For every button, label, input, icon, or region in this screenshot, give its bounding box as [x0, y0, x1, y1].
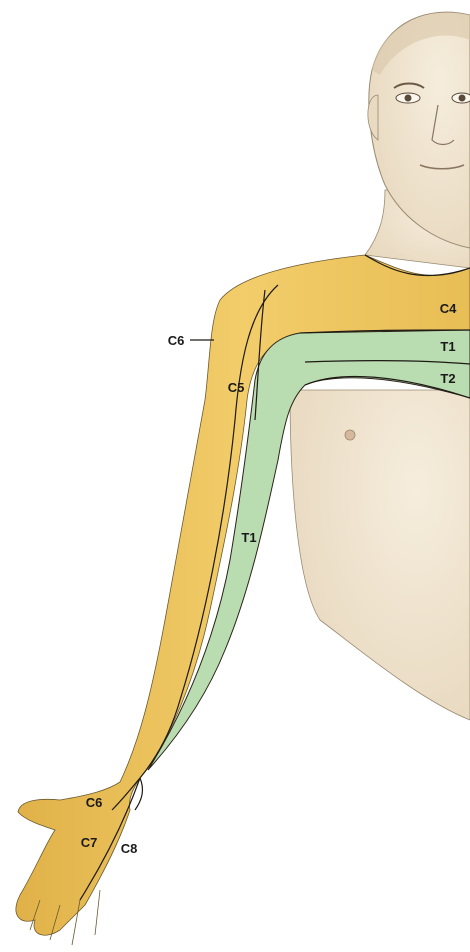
torso — [290, 390, 470, 720]
label-c6-hand: C6 — [86, 795, 103, 810]
label-t1-chest: T1 — [440, 339, 455, 354]
label-t2-chest: T2 — [440, 371, 455, 386]
label-c5-arm: C5 — [228, 380, 245, 395]
label-c8-hand: C8 — [121, 841, 138, 856]
label-t1-arm: T1 — [241, 530, 256, 545]
label-c6-shoulder: C6 — [168, 333, 185, 348]
label-c7-hand: C7 — [81, 835, 98, 850]
label-c4: C4 — [440, 301, 457, 316]
nipple — [345, 430, 355, 440]
